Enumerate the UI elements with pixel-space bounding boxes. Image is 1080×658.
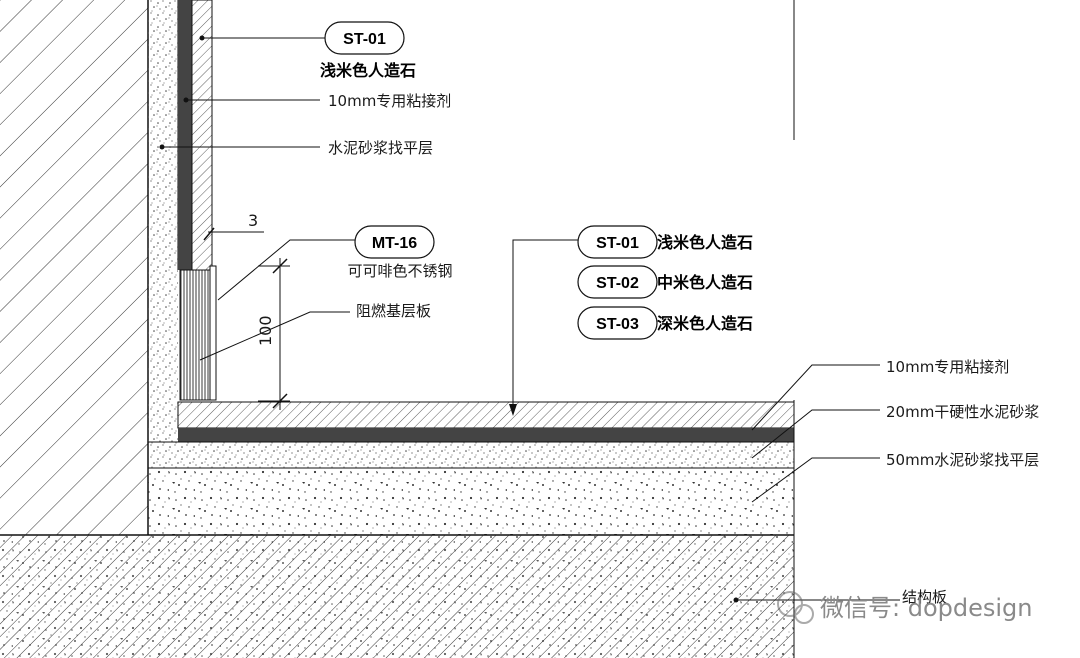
leader-line-floor-leveling — [751, 457, 880, 503]
dimension-3-value: 3 — [248, 211, 258, 230]
tag-st03-code: ST-03 — [596, 316, 639, 333]
label-base-board: 阻燃基层板 — [356, 302, 431, 320]
leader-dot — [733, 597, 739, 603]
label-floor-leveling: 50mm水泥砂浆找平层 — [886, 451, 1039, 469]
tag-st01-top-name: 浅米色人造石 — [320, 61, 416, 80]
floor-leveling-layer — [147, 467, 795, 536]
label-floor-dry-mortar: 20mm干硬性水泥砂浆 — [886, 403, 1039, 421]
wall-leveling-layer — [148, 0, 178, 442]
dimension-tick — [272, 258, 288, 274]
watermark-text: 微信号: dopdesign — [820, 594, 1032, 622]
tag-mt16-code: MT-16 — [372, 235, 417, 252]
leader-line-floor-dry-mortar — [751, 409, 880, 459]
tag-mt16-name: 可可啡色不锈钢 — [347, 262, 452, 280]
tag-st01-code: ST-01 — [596, 235, 639, 252]
dimension-tick — [272, 393, 288, 409]
tag-st02-name: 中米色人造石 — [657, 273, 753, 292]
fire-retardant-base-board — [179, 269, 211, 401]
tag-st01-top — [324, 21, 405, 55]
tag-st03-name: 深米色人造石 — [657, 314, 753, 333]
label-wall-leveling: 水泥砂浆找平层 — [328, 139, 433, 157]
leader-dot — [159, 144, 165, 150]
dimension-100-value: 100 — [256, 315, 275, 346]
label-slab: 结构板 — [902, 588, 947, 606]
wall-adhesive-layer — [178, 0, 192, 270]
leader-dot — [199, 35, 205, 41]
leader-line-floor-adhesive — [751, 364, 880, 431]
tag-st03 — [577, 306, 658, 340]
label-floor-adhesive: 10mm专用粘接剂 — [886, 358, 1009, 376]
leader-line-base-board — [199, 311, 350, 361]
structural-wall — [0, 0, 148, 535]
tag-st01 — [577, 225, 658, 259]
leader-arrow — [509, 404, 517, 416]
leader-line-mt16 — [217, 239, 355, 301]
label-wall-adhesive: 10mm专用粘接剂 — [328, 92, 451, 110]
tag-mt16 — [354, 225, 435, 259]
floor-dry-mortar-layer — [147, 441, 795, 469]
tag-st01-name: 浅米色人造石 — [657, 233, 753, 252]
floor-stone-layer — [177, 401, 795, 429]
tag-st01-top-code: ST-01 — [343, 31, 386, 48]
wechat-icon — [777, 591, 814, 624]
leader-dot — [183, 97, 189, 103]
tag-st02 — [577, 265, 658, 299]
tag-st02-code: ST-02 — [596, 275, 639, 292]
floor-adhesive-layer — [178, 428, 794, 442]
dimension-tick — [203, 227, 215, 241]
leader-line-floor-st01 — [512, 239, 578, 414]
structural-slab-aggregate — [0, 535, 794, 658]
stainless-steel-skirting — [209, 265, 217, 401]
